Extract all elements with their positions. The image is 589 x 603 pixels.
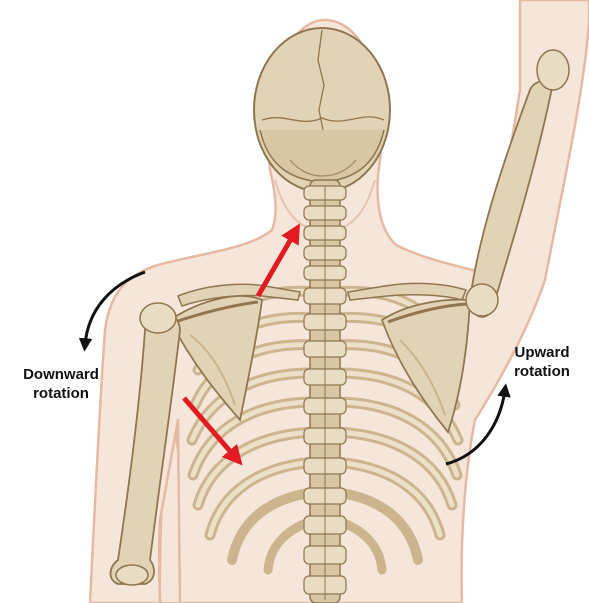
upward-rotation-label-line1: Upward: [498, 343, 586, 362]
skull: [254, 28, 390, 192]
spine: [304, 180, 346, 603]
upward-rotation-label: Upward rotation: [498, 343, 586, 381]
downward-rotation-label-line2: rotation: [8, 384, 114, 403]
downward-rotation-label: Downward rotation: [8, 365, 114, 403]
downward-rotation-label-line1: Downward: [8, 365, 114, 384]
upward-rotation-label-line2: rotation: [498, 362, 586, 381]
